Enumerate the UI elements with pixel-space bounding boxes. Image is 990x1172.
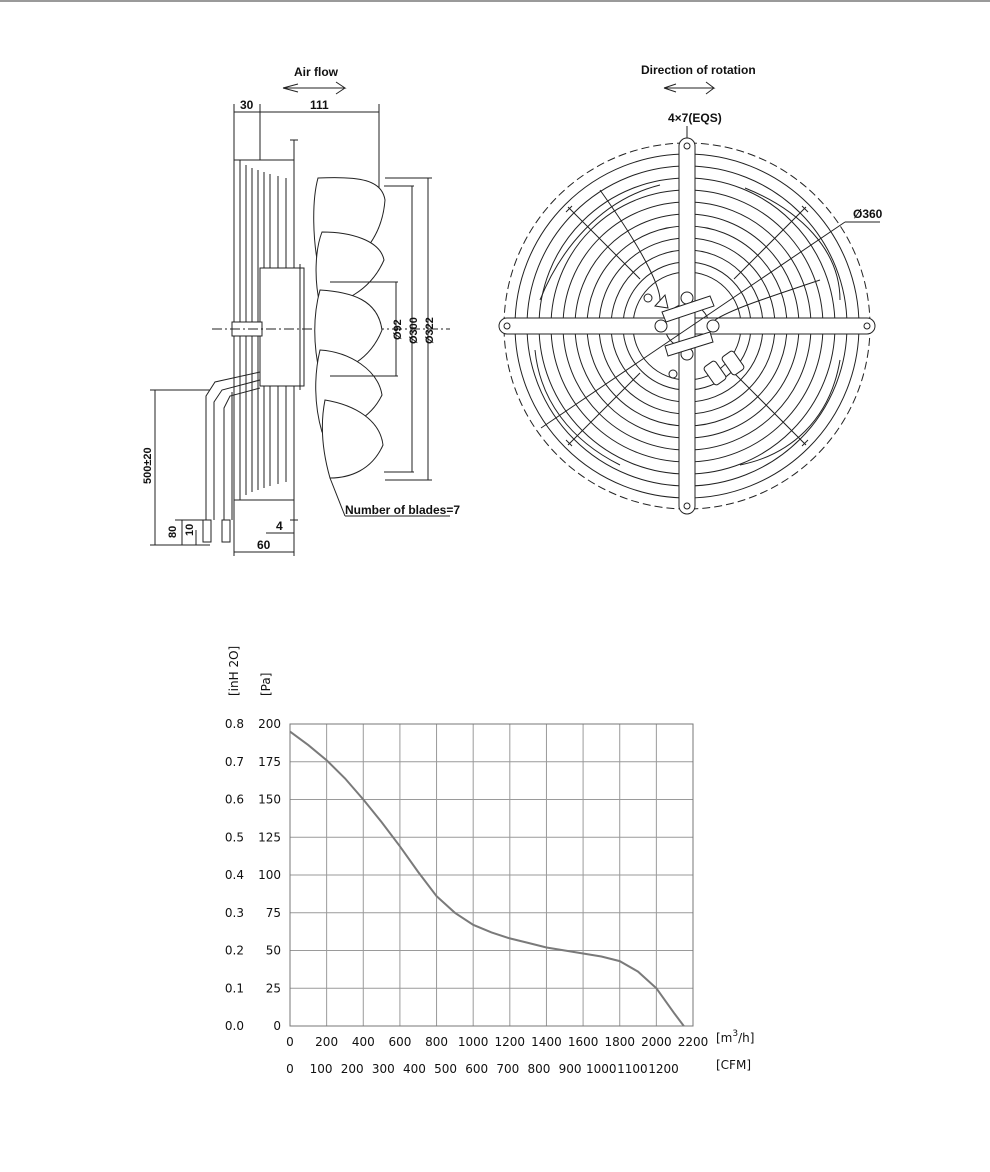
front-view: Direction of rotation 4×7(EQS) [498,63,883,515]
dim-111: 111 [310,98,329,112]
y2-tick-label: 0.1 [225,981,244,995]
y-tick-label: 175 [258,755,281,769]
dim-10: 10 [184,524,196,536]
y2-tick-label: 0.8 [225,717,244,731]
y2-tick-label: 0.6 [225,793,244,807]
x-tick-label: 1000 [458,1035,489,1049]
y-axis-label: [Pa] [259,673,273,696]
rotation-arrow-icon [663,81,716,95]
x2-tick-label: 0 [286,1062,294,1076]
x-tick-label: 1200 [495,1035,526,1049]
y-tick-label: 50 [266,944,281,958]
y-tick-label: 0 [273,1019,281,1033]
dim-4: 4 [276,519,283,533]
y2-tick-label: 0.2 [225,944,244,958]
x2-tick-label: 1100 [617,1062,648,1076]
x2-tick-label: 500 [434,1062,457,1076]
x2-tick-label: 800 [528,1062,551,1076]
x-tick-label: 2200 [678,1035,709,1049]
dim-d300: Ø300 [408,317,420,344]
airflow-label: Air flow [294,65,339,79]
holes-label: 4×7(EQS) [668,111,722,125]
airflow-arrow-icon [282,81,347,95]
y2-tick-label: 0.4 [225,868,244,882]
y-tick-label: 75 [266,906,281,920]
y-tick-label: 25 [266,981,281,995]
x2-tick-label: 200 [341,1062,364,1076]
x-tick-label: 1800 [604,1035,635,1049]
x-tick-label: 200 [315,1035,338,1049]
y-tick-label: 200 [258,717,281,731]
x-axis-label: [m3/h] [716,1029,754,1045]
y-tick-label: 100 [258,868,281,882]
y2-tick-label: 0.5 [225,830,244,844]
dim-30: 30 [240,98,254,112]
x2-tick-label: 100 [310,1062,333,1076]
x-tick-label: 2000 [641,1035,672,1049]
y2-tick-label: 0.7 [225,755,244,769]
dim-d92: Ø92 [392,319,404,340]
dim-60: 60 [257,538,271,552]
x2-tick-label: 600 [465,1062,488,1076]
dim-80: 80 [167,526,179,538]
y2-tick-label: 0.0 [225,1019,244,1033]
fan-technical-drawing: Air flow 30 111 [142,63,883,556]
x-axis-label-secondary: [CFM] [716,1058,751,1072]
x2-tick-label: 300 [372,1062,395,1076]
x-tick-label: 400 [352,1035,375,1049]
x-tick-label: 800 [425,1035,448,1049]
x2-tick-label: 1200 [648,1062,679,1076]
rotation-label: Direction of rotation [641,63,756,77]
plot-frame [289,723,694,1027]
x-tick-label: 1600 [568,1035,599,1049]
y2-tick-label: 0.3 [225,906,244,920]
x-tick-label: 1400 [531,1035,562,1049]
top-rule [0,0,990,2]
dim-cable-length: 500±20 [142,447,154,484]
x-tick-label: 0 [286,1035,294,1049]
dim-d322: Ø322 [424,317,436,344]
x2-tick-label: 900 [559,1062,582,1076]
y-axis-label-secondary: [inH 2O] [227,646,241,696]
blades-count-label: Number of blades=7 [345,503,460,517]
dim-d360: Ø360 [853,207,883,221]
series-line [289,730,685,1027]
x-tick-label: 600 [388,1035,411,1049]
warning-triangle-icon [654,293,669,309]
x2-tick-label: 1000 [586,1062,617,1076]
x2-tick-label: 700 [496,1062,519,1076]
side-view: Air flow 30 111 [142,65,460,556]
y-tick-label: 150 [258,793,281,807]
y-tick-label: 125 [258,830,281,844]
x2-tick-label: 400 [403,1062,426,1076]
chart-grid [289,723,694,1027]
